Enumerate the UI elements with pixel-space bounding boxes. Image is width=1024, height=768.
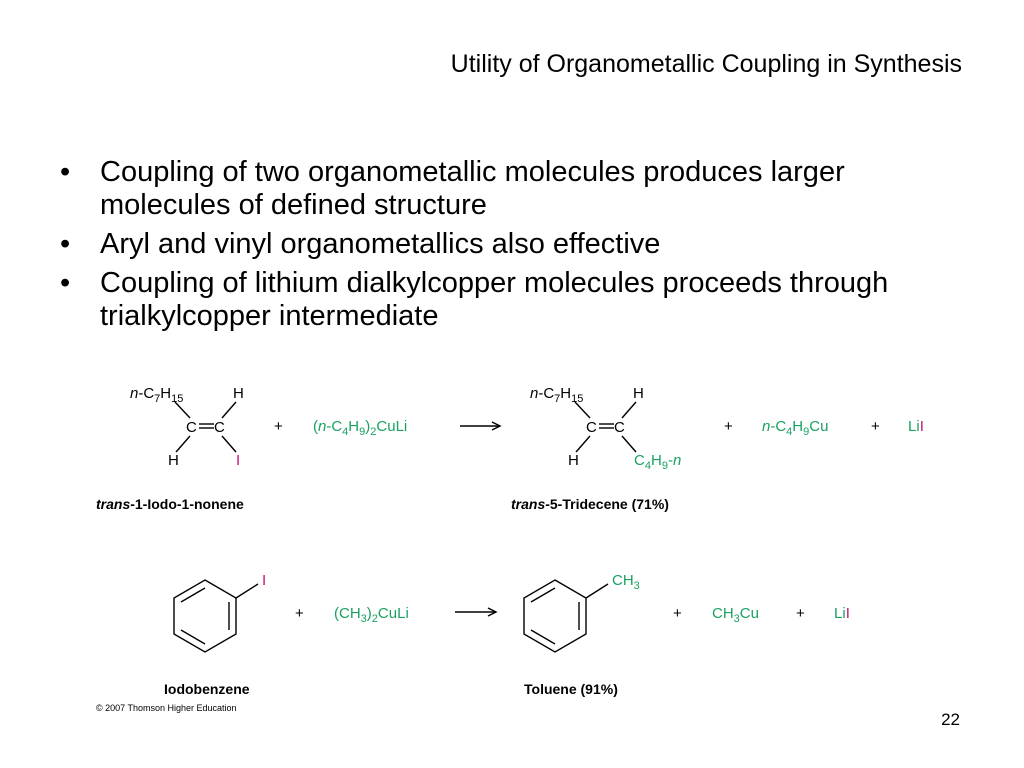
reactant1-heptyl-group: n-C7H15 (130, 385, 183, 405)
bullet-list: • Coupling of two organometallic molecule… (60, 156, 960, 339)
plus-sign: + (796, 605, 805, 622)
plus-sign: + (871, 418, 880, 435)
byproduct2-methylcopper: CH3Cu (712, 605, 759, 625)
byproduct2-lithium-iodide: LiI (834, 605, 850, 622)
product1-h-top: H (633, 385, 644, 402)
reactant1-name-italic: trans (96, 496, 130, 512)
bullet-item: • Coupling of lithium dialkylcopper molec… (60, 267, 960, 333)
plus-sign: + (295, 605, 304, 622)
product1-carbon-b: C (614, 419, 625, 436)
toluene-methyl-group: CH3 (612, 572, 640, 592)
byproduct1-lithium-iodide: LiI (908, 418, 924, 435)
product1-h-bottom: H (568, 452, 579, 469)
bullet-item: • Coupling of two organometallic molecule… (60, 156, 960, 222)
plus-sign: + (274, 418, 283, 435)
product1-butyl-group: C4H9-n (634, 452, 681, 472)
reactant1-h-top: H (233, 385, 244, 402)
bullet-symbol: • (60, 267, 71, 299)
product1-heptyl-group: n-C7H15 (530, 385, 583, 405)
product1-name-rest: -5-Tridecene (71%) (545, 496, 669, 512)
product1-name: trans-5-Tridecene (71%) (511, 496, 669, 512)
reactant1-name-rest: -1-Iodo-1-nonene (130, 496, 244, 512)
reactant1-h-bottom: H (168, 452, 179, 469)
product1-carbon-a: C (586, 419, 597, 436)
slide-title: Utility of Organometallic Coupling in Sy… (450, 50, 962, 78)
reagent1-cuprate: (n-C4H9)2CuLi (313, 418, 407, 438)
product2-name: Toluene (91%) (524, 681, 618, 697)
page-number: 22 (941, 710, 960, 729)
reactant2-name: Iodobenzene (164, 681, 250, 697)
plus-sign: + (673, 605, 682, 622)
reagent2-cuprate: (CH3)2CuLi (334, 605, 409, 625)
reactant1-carbon-b: C (214, 419, 225, 436)
bullet-symbol: • (60, 228, 71, 260)
bullet-text: Coupling of two organometallic molecules… (100, 156, 845, 221)
plus-sign: + (724, 418, 733, 435)
reactant1-carbon-a: C (186, 419, 197, 436)
reactant1-name: trans-1-Iodo-1-nonene (96, 496, 244, 512)
bullet-item: • Aryl and vinyl organometallics also eff… (60, 228, 960, 261)
bullet-symbol: • (60, 156, 71, 188)
bullet-text: Coupling of lithium dialkylcopper molecu… (100, 267, 889, 332)
copyright-notice: © 2007 Thomson Higher Education (96, 703, 237, 713)
bullet-text: Aryl and vinyl organometallics also effe… (100, 228, 661, 260)
byproduct1-butylcopper: n-C4H9Cu (762, 418, 828, 438)
product1-name-italic: trans (511, 496, 545, 512)
reactant1-iodine: I (236, 452, 240, 469)
iodobenzene-iodine: I (262, 572, 266, 589)
